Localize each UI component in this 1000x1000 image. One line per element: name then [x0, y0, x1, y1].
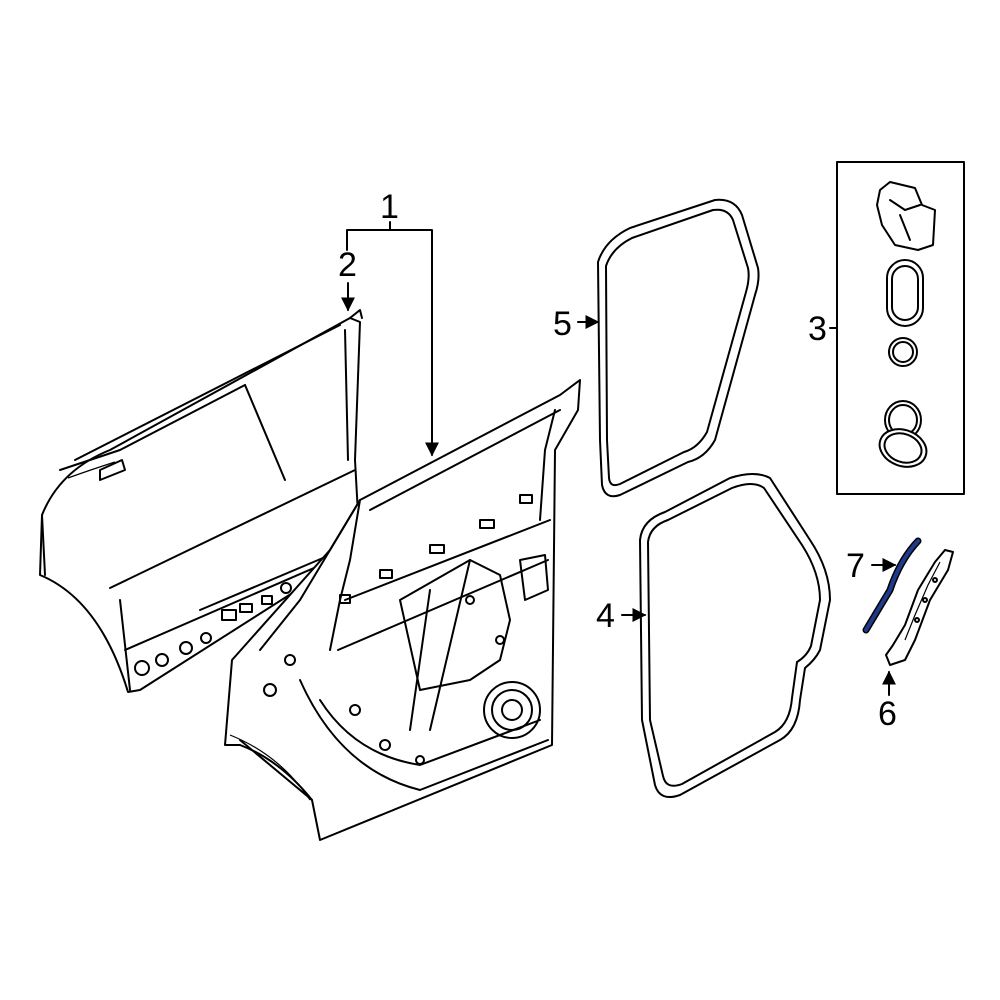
plug-kit-box — [836, 161, 965, 495]
callout-7: 7 — [846, 547, 865, 585]
outer-door-panel — [39, 309, 363, 693]
callout-3: 3 — [808, 310, 827, 348]
highlighted-seal-part — [862, 537, 922, 634]
callout-1: 1 — [380, 188, 399, 226]
door-trim-part — [885, 549, 954, 666]
callout-2: 2 — [338, 246, 357, 284]
leader-lines — [341, 221, 897, 696]
callout-5: 5 — [553, 305, 572, 343]
callout-4: 4 — [596, 597, 615, 635]
upper-weatherstrip — [597, 198, 760, 498]
lower-weatherstrip — [639, 473, 831, 798]
inner-door-frame — [224, 379, 581, 841]
callout-6: 6 — [878, 695, 897, 733]
